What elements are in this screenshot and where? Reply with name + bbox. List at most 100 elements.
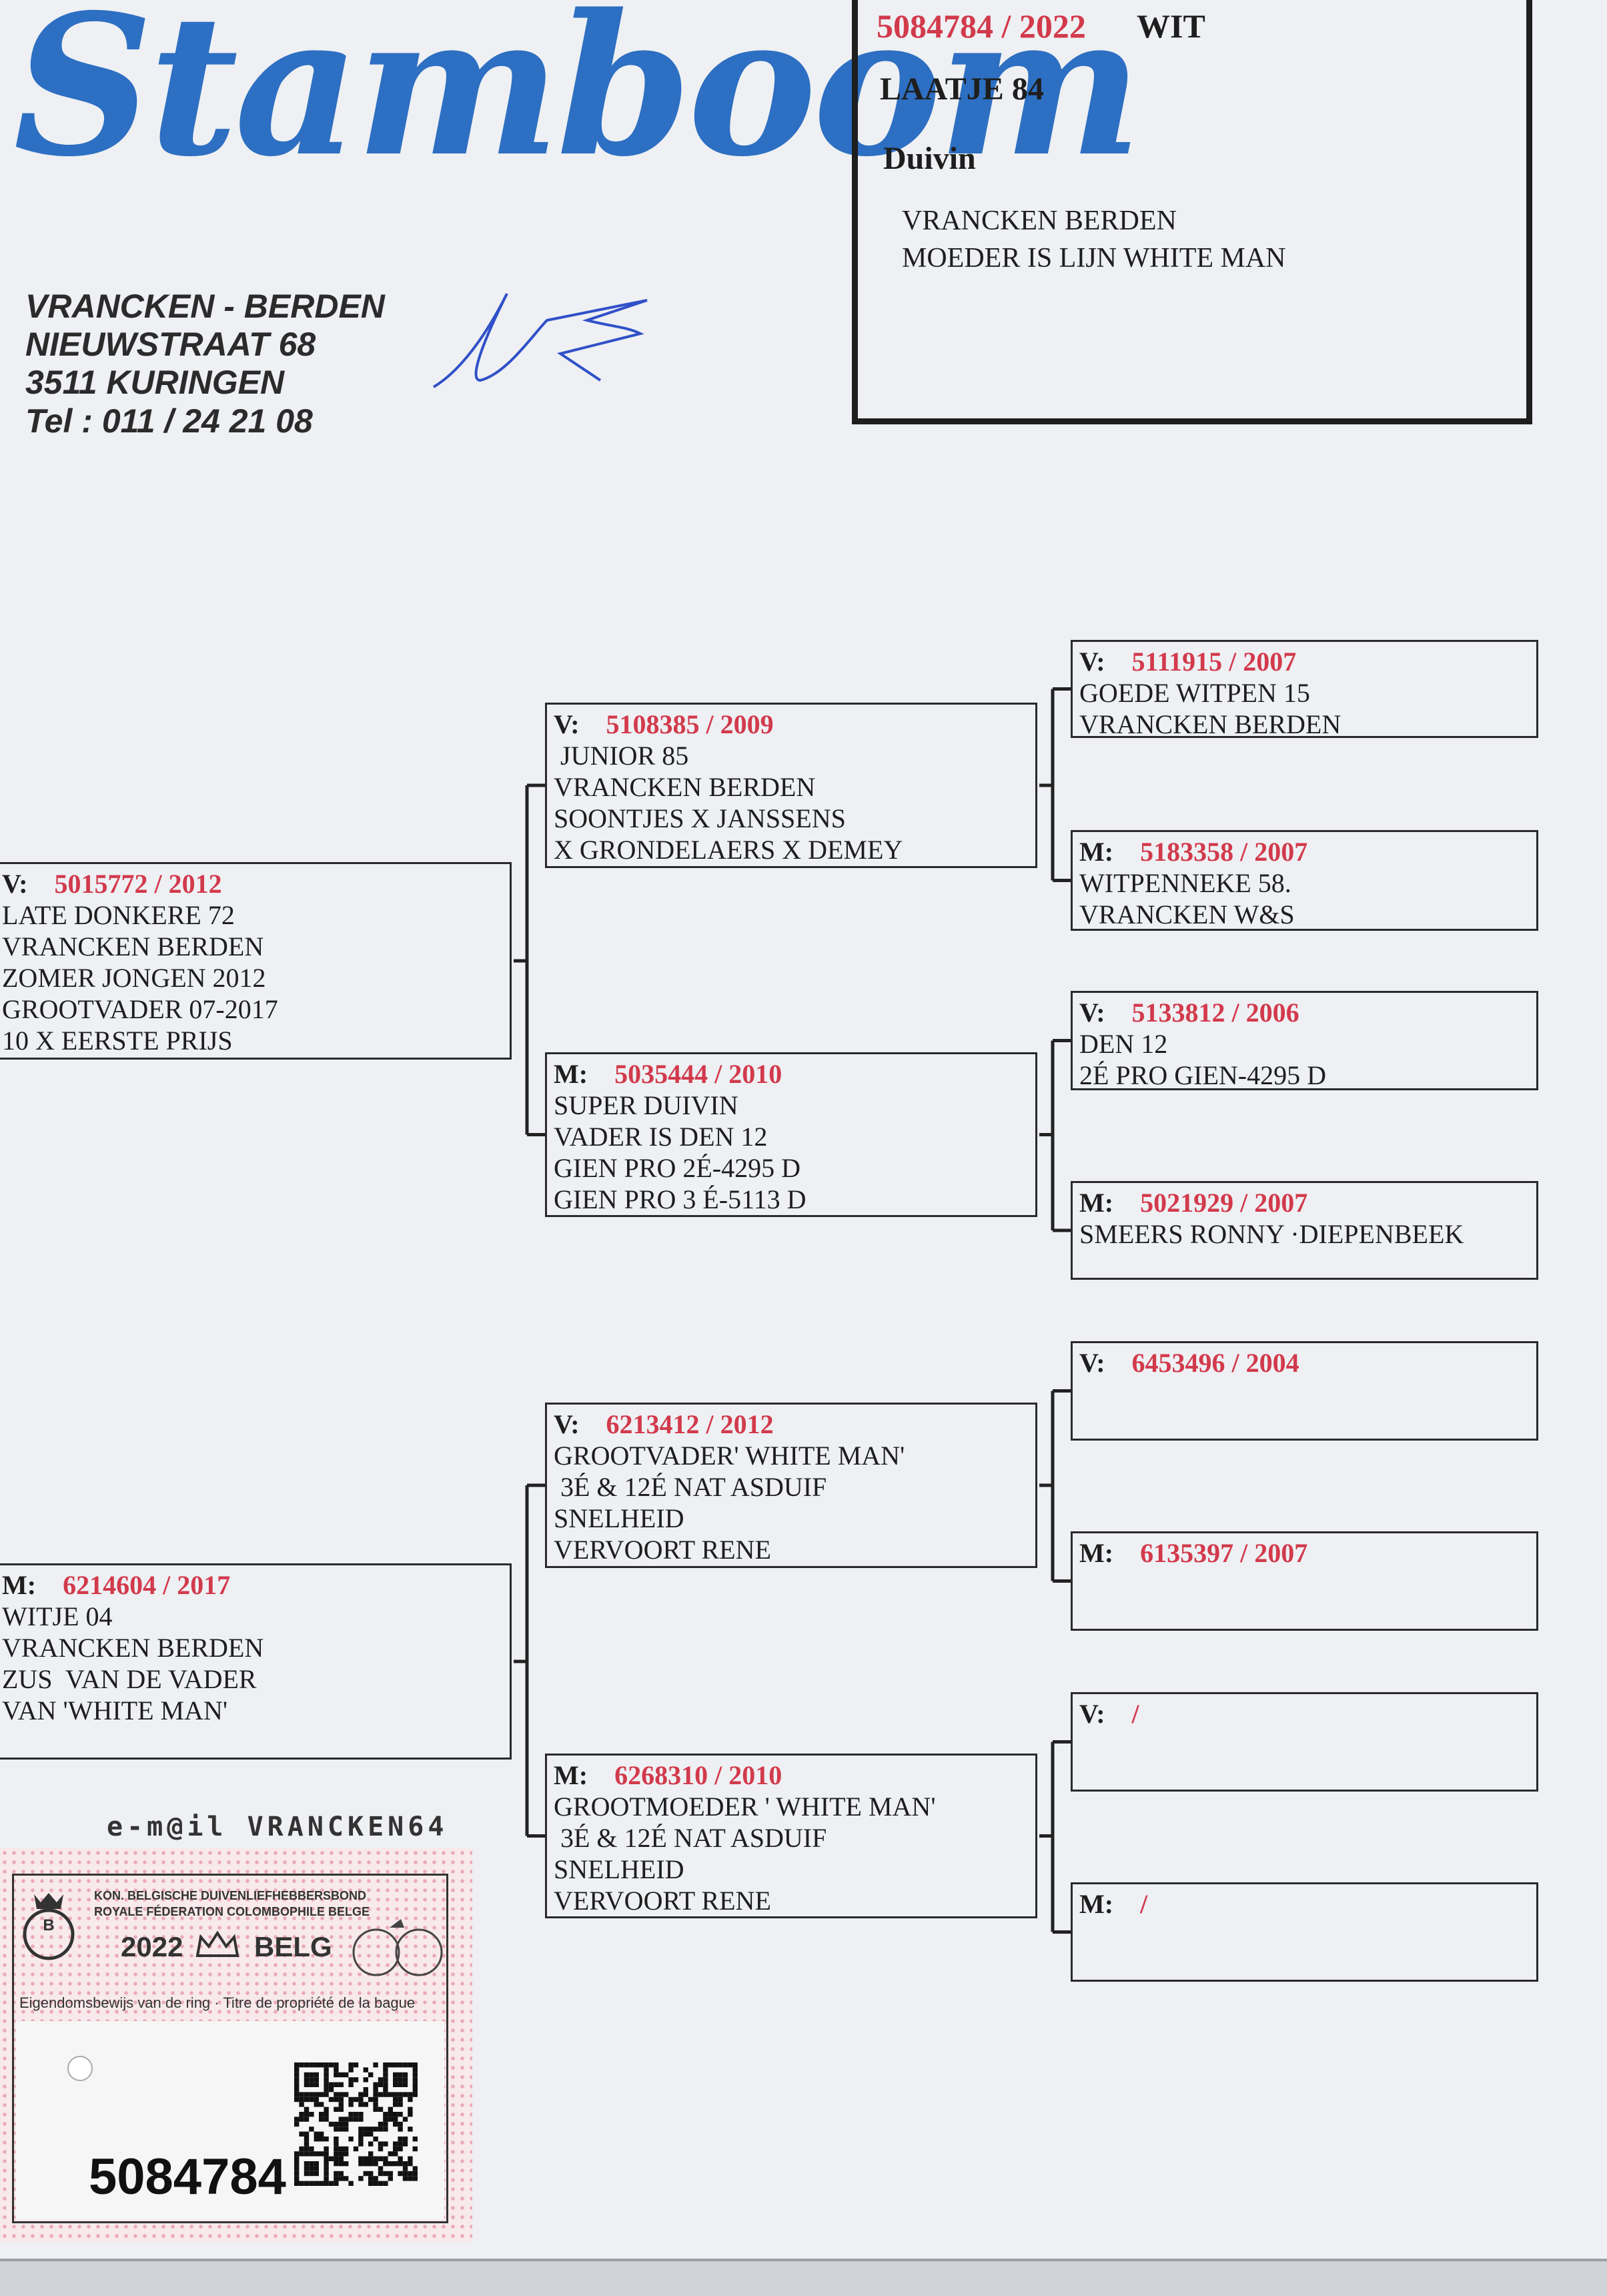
qr-module — [309, 2077, 314, 2082]
qr-module — [328, 2156, 334, 2161]
pedigree-line: LATE DONKERE 72 — [2, 900, 235, 930]
qr-module — [344, 2121, 349, 2127]
sex-label: V: — [554, 1409, 580, 1439]
qr-module — [398, 2096, 403, 2102]
federation-nl: KON. BELGISCHE DUIVENLIEFHEBBERSBOND — [94, 1889, 367, 1902]
qr-module — [304, 2112, 310, 2117]
subject-note: MOEDER IS LIJN WHITE MAN — [902, 243, 1286, 274]
qr-module — [388, 2151, 393, 2157]
box-header: M:6135397 / 2007 — [1079, 1537, 1530, 1569]
qr-module — [383, 2082, 388, 2087]
qr-module — [334, 2181, 339, 2186]
qr-module — [378, 2181, 384, 2186]
qr-module — [398, 2062, 403, 2068]
fci-globe-icon — [352, 1919, 443, 1976]
box-header: V:5015772 / 2012 — [2, 868, 503, 899]
qr-module — [319, 2181, 324, 2186]
qr-module — [328, 2181, 334, 2186]
qr-module — [328, 2096, 334, 2102]
qr-module — [402, 2082, 408, 2087]
qr-module — [304, 2151, 310, 2157]
qr-module — [412, 2062, 418, 2068]
qr-module — [368, 2127, 374, 2132]
qr-module — [309, 2096, 314, 2102]
qr-module — [334, 2156, 339, 2161]
qr-module — [294, 2087, 300, 2092]
qr-module — [324, 2161, 329, 2167]
qr-module — [402, 2171, 408, 2177]
qr-module — [348, 2062, 354, 2068]
qr-module — [398, 2112, 403, 2117]
qr-module — [393, 2151, 398, 2157]
breeder-phone: Tel : 011 / 24 21 08 — [25, 402, 313, 440]
qr-module — [358, 2161, 364, 2167]
svg-text:B: B — [43, 1916, 54, 1934]
qr-module — [378, 2077, 384, 2082]
qr-module — [353, 2112, 359, 2117]
qr-module — [314, 2137, 319, 2142]
email-stamp: e-m@il VRANCKEN64 — [107, 1812, 448, 1842]
qr-module — [334, 2161, 339, 2167]
qr-module — [358, 2176, 364, 2181]
qr-module — [304, 2146, 310, 2152]
qr-module — [338, 2156, 344, 2161]
scanner-edge — [0, 2259, 1607, 2296]
qr-module — [398, 2102, 403, 2107]
qr-module — [314, 2131, 319, 2137]
pedigree-line: GROOTVADER 07-2017 — [2, 994, 278, 1024]
qr-module — [338, 2117, 344, 2122]
qr-module — [299, 2146, 304, 2152]
qr-module — [314, 2181, 319, 2186]
pedigree-line: VAN 'WHITE MAN' — [2, 1695, 228, 1726]
qr-module — [358, 2117, 364, 2122]
qr-module — [344, 2151, 349, 2157]
qr-module — [393, 2072, 398, 2078]
box-header: V:5133812 / 2006 — [1079, 997, 1530, 1028]
qr-module — [388, 2092, 393, 2097]
qr-module — [324, 2087, 329, 2092]
qr-module — [363, 2092, 368, 2097]
qr-module — [309, 2072, 314, 2078]
qr-module — [324, 2092, 329, 2097]
qr-module — [388, 2161, 393, 2167]
pedigree-gen3-box: V:6453496 / 2004 — [1071, 1341, 1538, 1441]
pedigree-line: SMEERS RONNY ·DIEPENBEEK — [1079, 1219, 1464, 1249]
qr-module — [393, 2141, 398, 2147]
qr-module — [373, 2102, 378, 2107]
qr-module — [378, 2146, 384, 2152]
pedigree-gen3-box: M:6135397 / 2007 — [1071, 1531, 1538, 1631]
qr-module — [402, 2062, 408, 2068]
qr-module — [383, 2127, 388, 2132]
qr-module — [309, 2112, 314, 2117]
qr-module — [344, 2072, 349, 2078]
qr-module — [402, 2077, 408, 2082]
qr-module — [358, 2092, 364, 2097]
qr-module — [294, 2096, 300, 2102]
qr-module — [324, 2067, 329, 2072]
sex-label: M: — [554, 1760, 588, 1790]
qr-module — [309, 2127, 314, 2132]
qr-module — [309, 2171, 314, 2177]
qr-module — [324, 2176, 329, 2181]
pedigree-line: SUPER DUIVIN — [554, 1090, 738, 1120]
qr-module — [402, 2137, 408, 2142]
ring-number: / — [1140, 1889, 1148, 1919]
qr-module — [393, 2117, 398, 2122]
qr-module — [294, 2072, 300, 2078]
box-header: V:5111915 / 2007 — [1079, 646, 1530, 677]
qr-module — [328, 2082, 334, 2087]
qr-module — [393, 2161, 398, 2167]
qr-module — [402, 2141, 408, 2147]
ring-number: 6214604 / 2017 — [63, 1570, 231, 1600]
box-header: M:6214604 / 2017 — [2, 1569, 503, 1601]
qr-module — [398, 2161, 403, 2167]
pedigree-line: 2É PRO GIEN-4295 D — [1079, 1060, 1326, 1090]
pedigree-line: GIEN PRO 2É-4295 D — [554, 1153, 800, 1183]
ring-number: 6268310 / 2010 — [614, 1760, 782, 1790]
qr-module — [383, 2121, 388, 2127]
qr-module — [378, 2127, 384, 2132]
